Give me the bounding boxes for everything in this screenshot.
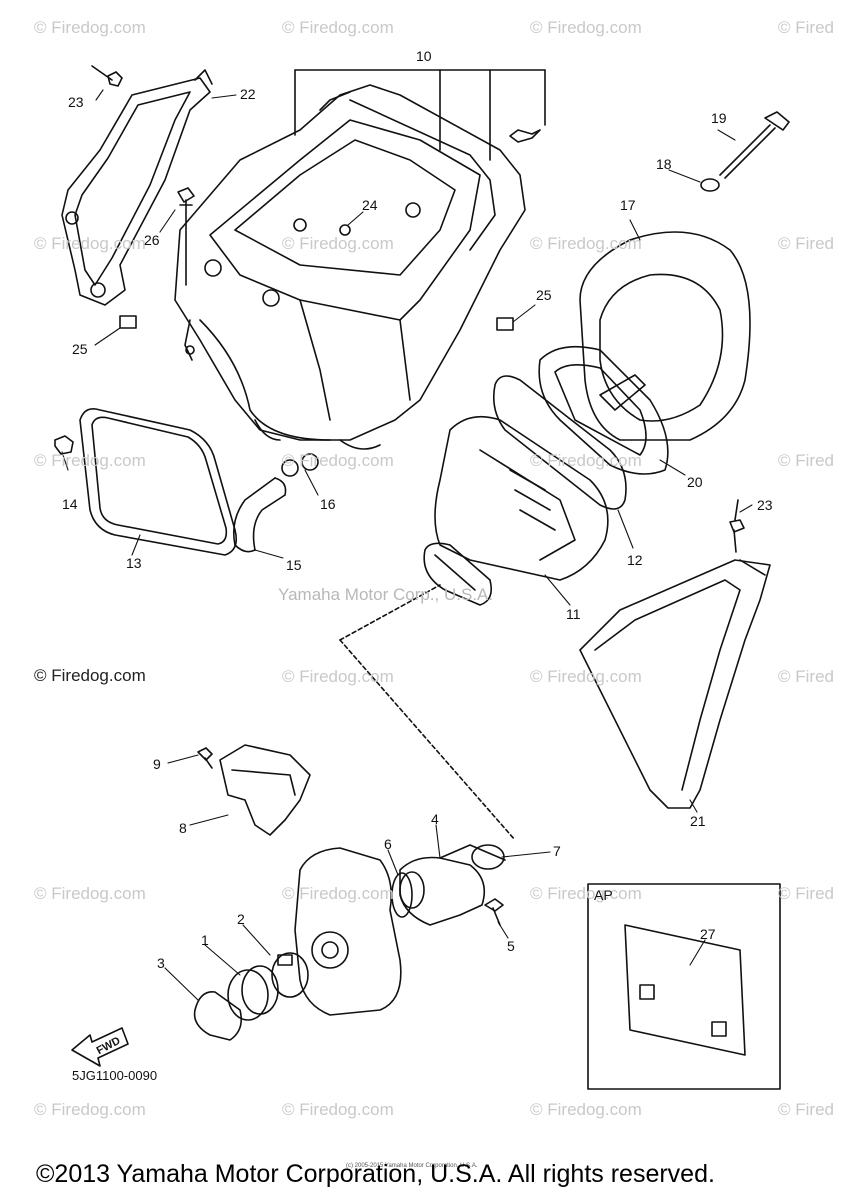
callout-3: 3 — [157, 955, 165, 971]
cap-3 — [193, 991, 243, 1041]
watermark: © Firedog.com — [530, 884, 642, 903]
watermark: © Fired — [778, 18, 834, 37]
watermark: © Firedog.com — [282, 234, 394, 253]
watermark: © Firedog.com — [34, 234, 146, 253]
callout-23: 23 — [757, 497, 773, 513]
callout-13: 13 — [126, 555, 142, 571]
ap-label: AP — [594, 887, 613, 903]
carb-joint-4 — [399, 844, 506, 926]
callout-11: 11 — [566, 606, 581, 622]
clamp-2 — [271, 952, 309, 998]
screw-23-top — [91, 65, 123, 87]
callout-17: 17 — [620, 197, 636, 213]
plate-27 — [624, 924, 746, 1056]
callout-21: 21 — [690, 813, 706, 829]
callout-16: 16 — [320, 496, 336, 512]
screw-5 — [484, 898, 504, 926]
clip-25-left — [119, 315, 137, 329]
callout-25: 25 — [536, 287, 552, 303]
washer-18 — [700, 178, 720, 192]
watermark: © Firedog.com — [530, 234, 642, 253]
callout-19: 19 — [711, 110, 727, 126]
watermark: © Firedog.com — [34, 18, 146, 37]
part-code: 5JG1100-0090 — [72, 1068, 158, 1083]
filter-guide-20 — [538, 345, 669, 475]
copyright-watermark: © Firedog.com — [34, 666, 146, 685]
seal-12 — [492, 375, 627, 510]
watermark: © Firedog.com — [282, 451, 394, 470]
screw-23-right — [729, 499, 745, 553]
callout-12: 12 — [627, 552, 643, 568]
callout-20: 20 — [687, 474, 703, 490]
callout-10: 10 — [416, 48, 432, 64]
callout-5: 5 — [507, 938, 515, 954]
watermark: © Firedog.com — [530, 451, 642, 470]
air-box-10 — [174, 84, 526, 450]
watermark: © Firedog.com — [282, 1100, 394, 1119]
watermark: © Fired — [778, 884, 834, 903]
watermark: © Firedog.com — [282, 667, 394, 686]
callout-23: 23 — [68, 94, 84, 110]
ring-6 — [391, 872, 413, 918]
bolt-9 — [197, 747, 213, 769]
watermark: © Firedog.com — [34, 1100, 146, 1119]
watermark: © Firedog.com — [34, 451, 146, 470]
callout-25: 25 — [72, 341, 88, 357]
center-credit: Yamaha Motor Corp., U.S.A. — [278, 585, 494, 604]
callout-24: 24 — [362, 197, 378, 213]
callout-8: 8 — [179, 820, 187, 836]
watermark: © Firedog.com — [34, 884, 146, 903]
joint-11 — [423, 415, 609, 606]
tiny-credit: (c) 2005-2015 Yamaha Motor Corporation, … — [346, 1163, 478, 1169]
callout-1: 1 — [201, 932, 209, 948]
watermark: © Fired — [778, 451, 834, 470]
watermark: © Firedog.com — [282, 884, 394, 903]
callout-4: 4 — [431, 811, 439, 827]
callout-9: 9 — [153, 756, 161, 772]
fwd-arrow — [71, 1027, 129, 1067]
joint-1 — [227, 965, 279, 1021]
watermark: © Fired — [778, 1100, 834, 1119]
gasket-13 — [79, 407, 238, 556]
hose-15 — [232, 477, 287, 553]
carburetor-body — [294, 847, 402, 1016]
watermark: © Firedog.com — [530, 667, 642, 686]
screw-26 — [177, 187, 195, 286]
clamp-16 — [281, 459, 299, 477]
callout-14: 14 — [62, 496, 78, 512]
callout-7: 7 — [553, 843, 561, 859]
callout-10-leaders — [294, 69, 546, 161]
side-cover-bracket-22 — [61, 69, 213, 306]
callout-15: 15 — [286, 557, 302, 573]
ap-box — [587, 883, 781, 1090]
bracket-8 — [219, 744, 311, 836]
callout-26: 26 — [144, 232, 160, 248]
nut-14 — [54, 435, 74, 455]
clip-25-right — [496, 317, 514, 331]
callout-2: 2 — [237, 911, 245, 927]
callout-27: 27 — [700, 926, 716, 942]
watermark: © Firedog.com — [530, 18, 642, 37]
wing-bolt-19 — [719, 111, 790, 179]
watermark: © Firedog.com — [530, 1100, 642, 1119]
callout-18: 18 — [656, 156, 672, 172]
watermark: © Fired — [778, 234, 834, 253]
watermark: © Fired — [778, 667, 834, 686]
footer-copyright: ©2013 Yamaha Motor Corporation, U.S.A. A… — [36, 1160, 715, 1188]
cover-21 — [579, 559, 771, 809]
watermark: © Firedog.com — [282, 18, 394, 37]
callout-22: 22 — [240, 86, 256, 102]
filter-element-17 — [579, 231, 751, 441]
callout-6: 6 — [384, 836, 392, 852]
